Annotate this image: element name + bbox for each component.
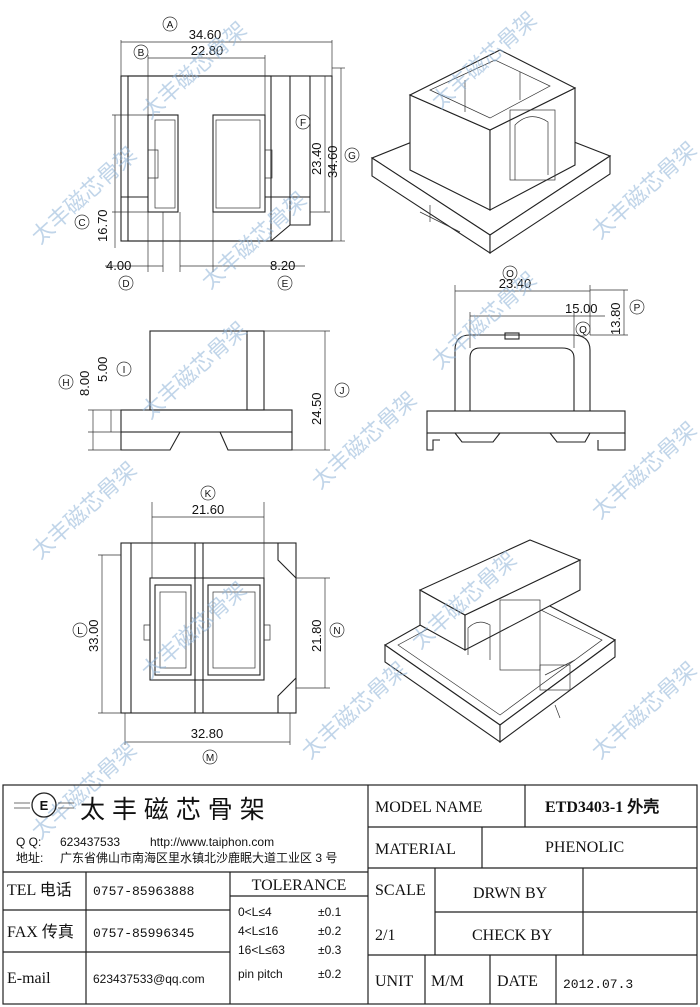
qq-value: 623437533 bbox=[60, 835, 120, 849]
material-label: MATERIAL bbox=[375, 841, 456, 858]
company-name: 太 丰 磁 芯 骨 架 bbox=[80, 796, 265, 824]
dim-p-value: 13.80 bbox=[608, 302, 623, 335]
email-value[interactable]: 623437533@qq.com bbox=[93, 972, 205, 986]
watermark-text: 太丰磁芯骨架 bbox=[27, 143, 142, 250]
dim-i-value: 5.00 bbox=[95, 357, 110, 382]
company-logo-icon: E bbox=[14, 792, 74, 818]
dim-l-value: 33.00 bbox=[86, 619, 101, 652]
watermark-text: 太丰磁芯骨架 bbox=[307, 388, 422, 495]
dim-j-tag: J bbox=[340, 386, 345, 397]
tolerance-range: 0<L≤4 bbox=[238, 905, 272, 919]
model-name-label: MODEL NAME bbox=[375, 799, 482, 816]
dim-d-value: 4.00 bbox=[106, 258, 131, 273]
dim-p-tag: P bbox=[634, 303, 641, 314]
dim-o-value: 23.40 bbox=[499, 276, 532, 291]
dim-n-tag: N bbox=[333, 626, 340, 637]
unit-label: UNIT bbox=[375, 973, 413, 990]
watermark-text: 太丰磁芯骨架 bbox=[427, 268, 542, 375]
dim-l-tag: L bbox=[77, 626, 83, 637]
address-label: 地址: bbox=[16, 851, 43, 865]
tolerance-range: 4<L≤16 bbox=[238, 924, 279, 938]
date-value: 2012.07.3 bbox=[563, 977, 633, 992]
dim-m-value: 32.80 bbox=[191, 726, 224, 741]
dim-n-value: 21.80 bbox=[309, 619, 324, 652]
title-block: E 太 丰 磁 芯 骨 架 Q Q: 623437533 http://www.… bbox=[2, 784, 698, 1005]
unit-value: M/M bbox=[431, 973, 464, 990]
dim-q-tag: Q bbox=[579, 325, 587, 336]
dim-g-tag: G bbox=[348, 151, 356, 162]
dim-c-value: 16.70 bbox=[95, 209, 110, 242]
address-value: 广东省佛山市南海区里水镇北沙鹿眠大道工业区 3 号 bbox=[60, 850, 337, 865]
tolerance-value: ±0.2 bbox=[318, 924, 342, 938]
fax-label: FAX 传真 bbox=[7, 923, 74, 941]
dim-a-value: 34.60 bbox=[189, 27, 222, 42]
tolerance-range: pin pitch bbox=[238, 967, 283, 981]
scale-label: SCALE bbox=[375, 882, 426, 899]
isometric-view-bottom bbox=[383, 539, 617, 744]
drawn-by-label: DRWN BY bbox=[473, 885, 548, 902]
dim-h-tag: H bbox=[62, 378, 69, 389]
dim-g-value: 34.60 bbox=[325, 145, 340, 178]
dim-e-value: 8.20 bbox=[270, 258, 295, 273]
dim-a-tag: A bbox=[167, 20, 174, 31]
front-view: 8.00 5.00 H I 24.50 J bbox=[58, 330, 350, 451]
tolerance-value: ±0.1 bbox=[318, 905, 342, 919]
dim-m-tag: M bbox=[206, 753, 214, 764]
dim-q-value: 15.00 bbox=[565, 301, 598, 316]
scale-value: 2/1 bbox=[375, 927, 395, 944]
dim-k-tag: K bbox=[205, 489, 212, 500]
watermark-text: 太丰磁芯骨架 bbox=[27, 458, 142, 565]
tolerance-value: ±0.3 bbox=[318, 943, 342, 957]
fax-value: 0757-85996345 bbox=[93, 926, 194, 941]
tolerance-header: TOLERANCE bbox=[252, 877, 347, 894]
dim-b-tag: B bbox=[138, 48, 145, 59]
tolerance-value: ±0.2 bbox=[318, 967, 342, 981]
tel-value: 0757-85963888 bbox=[93, 884, 194, 899]
material-value: PHENOLIC bbox=[545, 839, 624, 856]
email-label: E-mail bbox=[7, 970, 51, 987]
isometric-view-top bbox=[370, 49, 612, 255]
dim-o-tag: O bbox=[506, 269, 514, 280]
watermark-text: 太丰磁芯骨架 bbox=[587, 658, 700, 765]
dim-f-value: 23.40 bbox=[309, 142, 324, 175]
dim-e-tag: E bbox=[282, 279, 289, 290]
top-view: A 34.60 B 22.80 C 16.70 4.00 D 8.20 E bbox=[74, 16, 360, 291]
tel-label: TEL 电话 bbox=[7, 881, 72, 899]
bottom-view: K 21.60 33.00 L 32.80 M 21.80 N bbox=[72, 485, 345, 765]
dim-k-value: 21.60 bbox=[192, 502, 225, 517]
dim-f-tag: F bbox=[300, 118, 306, 129]
watermark-text: 太丰磁芯骨架 bbox=[297, 658, 412, 765]
watermark-text: 太丰磁芯骨架 bbox=[587, 418, 700, 525]
dim-j-value: 24.50 bbox=[309, 392, 324, 425]
dim-i-tag: I bbox=[123, 365, 126, 376]
svg-text:E: E bbox=[40, 798, 49, 813]
model-name-value: ETD3403-1 外壳 bbox=[545, 797, 659, 816]
check-by-label: CHECK BY bbox=[472, 927, 553, 944]
qq-label: Q Q: bbox=[16, 835, 41, 849]
website-link[interactable]: http://www.taiphon.com bbox=[150, 835, 274, 849]
watermark-text: 太丰磁芯骨架 bbox=[27, 738, 142, 845]
tolerance-range: 16<L≤63 bbox=[238, 943, 285, 957]
dim-c-tag: C bbox=[78, 218, 85, 229]
dim-b-value: 22.80 bbox=[191, 43, 224, 58]
watermark-text: 太丰磁芯骨架 bbox=[137, 318, 252, 425]
dim-d-tag: D bbox=[122, 279, 129, 290]
date-label: DATE bbox=[497, 973, 538, 990]
side-view: O 23.40 15.00 Q 13.80 P bbox=[426, 265, 645, 451]
dim-h-value: 8.00 bbox=[77, 371, 92, 396]
